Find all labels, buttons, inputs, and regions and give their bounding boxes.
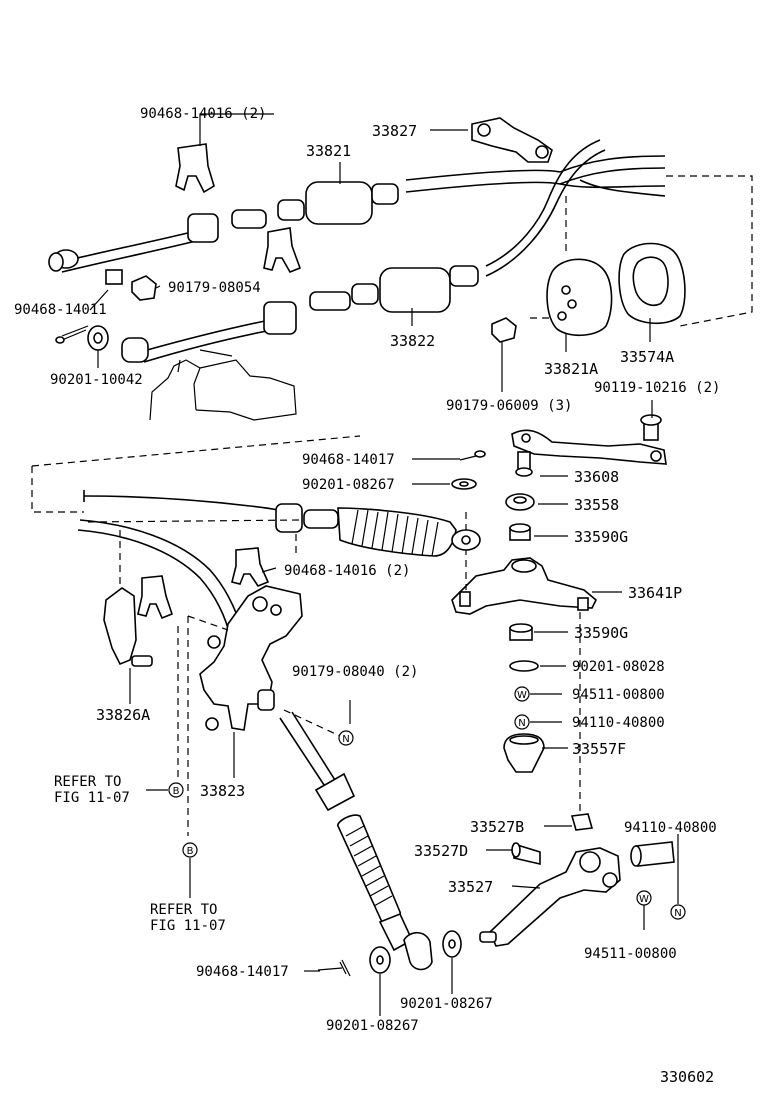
label-33590G-b: 33590G [574, 624, 628, 642]
label-33827: 33827 [372, 122, 417, 140]
figure-number: 330602 [660, 1068, 714, 1086]
svg-text:N: N [342, 734, 349, 745]
washer-90201-08267-right [442, 930, 462, 958]
grommet-33557F [503, 733, 545, 773]
cable-33823-shift [279, 711, 433, 971]
retainer-33821A [546, 258, 613, 337]
lever-33608 [511, 429, 667, 477]
marker-w-2: W [636, 890, 652, 906]
pin-90468-14017-bot [317, 959, 351, 977]
label-33574A: 33574A [620, 348, 674, 366]
cushion-33527B [570, 813, 594, 831]
sleeve-94110-40800 [630, 841, 675, 867]
gasket-33574A [618, 242, 686, 325]
label-94511-00800-b: 94511-00800 [584, 946, 677, 962]
label-33590G-a: 33590G [574, 528, 628, 546]
washer-90201-08028 [509, 660, 539, 672]
label-94110-40800-a: 94110-40800 [572, 715, 665, 731]
label-33527B: 33527B [470, 818, 524, 836]
label-94511-00800-a: 94511-00800 [572, 687, 665, 703]
label-90201-08267-b: 90201-08267 [400, 996, 493, 1012]
label-33641P: 33641P [628, 584, 682, 602]
label-33608: 33608 [574, 468, 619, 486]
pin-90468-14011 [55, 269, 123, 344]
label-33527: 33527 [448, 878, 493, 896]
label-90179-08054: 90179-08054 [168, 280, 261, 296]
transmission-bracket [149, 349, 297, 421]
svg-text:B: B [173, 786, 180, 797]
bracket-33823 [199, 585, 303, 731]
marker-b-2: B [182, 842, 198, 858]
part-labels: 90468-14016 (2) 33827 33821 90179-08054 … [14, 106, 720, 1086]
label-33826A: 33826A [96, 706, 150, 724]
marker-n-2: N [514, 714, 530, 730]
label-33557F: 33557F [572, 740, 626, 758]
label-90179-08040: 90179-08040 (2) [292, 664, 418, 680]
label-33527D: 33527D [414, 842, 468, 860]
label-90468-14016-top: 90468-14016 (2) [140, 106, 266, 122]
bushing-33590G-b [509, 623, 533, 641]
marker-w-1: W [514, 686, 530, 702]
bolt-90119-10216 [640, 414, 662, 441]
label-94110-40800-b: 94110-40800 [624, 820, 717, 836]
nut-90179-08054 [131, 275, 157, 301]
label-33558: 33558 [574, 496, 619, 514]
label-fig-1: FIG 11-07 [54, 790, 130, 806]
washer-90201-10042 [87, 325, 109, 351]
label-33821: 33821 [306, 142, 351, 160]
label-33823: 33823 [200, 782, 245, 800]
label-refer-to-2: REFER TO [150, 902, 217, 918]
label-90201-10042: 90201-10042 [50, 372, 143, 388]
label-90201-08028: 90201-08028 [572, 659, 665, 675]
marker-b-1: B [168, 782, 184, 798]
lever-33527 [479, 847, 621, 947]
clip-33827 [471, 117, 553, 163]
label-90468-14017-mid: 90468-14017 [302, 452, 395, 468]
cable-33821 [48, 155, 666, 273]
label-90119-10216: 90119-10216 (2) [594, 380, 720, 396]
label-90201-08267-c: 90201-08267 [326, 1018, 419, 1034]
label-33822: 33822 [390, 332, 435, 350]
svg-text:N: N [674, 908, 681, 919]
svg-text:W: W [639, 894, 649, 905]
lever-33641P [451, 557, 597, 615]
label-refer-to-1: REFER TO [54, 774, 121, 790]
label-90201-08267-mid: 90201-08267 [302, 477, 395, 493]
clip-90468-14016-top [175, 143, 302, 274]
svg-text:W: W [517, 690, 527, 701]
clip-90468-14016-mid [137, 547, 270, 620]
bracket-33826A [103, 530, 153, 667]
cable-33823-select [77, 490, 481, 637]
pin-90468-14017-mid [459, 450, 486, 461]
washer-90201-08267-mid [451, 478, 477, 490]
washer-90201-08267-left [369, 946, 391, 974]
marker-n-1: N [338, 730, 354, 746]
label-90468-14011: 90468-14011 [14, 302, 107, 318]
svg-text:B: B [187, 846, 194, 857]
label-90468-14017-bot: 90468-14017 [196, 964, 289, 980]
nut-90179-06009 [491, 317, 517, 343]
label-90179-06009: 90179-06009 (3) [446, 398, 572, 414]
label-33821A: 33821A [544, 360, 598, 378]
marker-n-3: N [670, 904, 686, 920]
bushing-33558 [505, 493, 535, 511]
leader-lines [89, 113, 679, 1016]
svg-text:N: N [518, 718, 525, 729]
bushing-33527D [511, 842, 541, 866]
label-fig-2: FIG 11-07 [150, 918, 226, 934]
label-90468-14016-mid: 90468-14016 (2) [284, 563, 410, 579]
cable-33822 [121, 139, 606, 363]
bushing-33590G-a [509, 523, 531, 541]
